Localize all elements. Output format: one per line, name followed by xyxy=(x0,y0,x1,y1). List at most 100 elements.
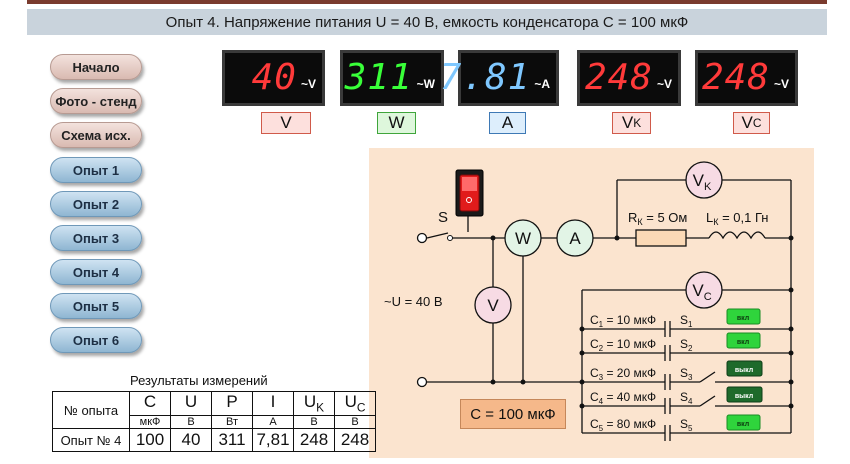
resistor-label: RК = 5 Ом xyxy=(628,210,687,227)
meter-voltage-c-unit: ~V xyxy=(773,77,789,91)
voltmeter-k-symbol xyxy=(685,161,723,199)
voltmeter-symbol xyxy=(474,286,512,324)
capacitor-2-value: = 10 мкФ xyxy=(603,337,656,351)
meter-voltage-k-label-text: V xyxy=(621,113,634,132)
switch-3-name: S xyxy=(680,366,688,380)
nav-button-source-scheme[interactable]: Схема исх. xyxy=(50,122,142,148)
switch-4-sub: 4 xyxy=(688,397,693,406)
capacitor-2-name: C xyxy=(590,337,599,351)
switch-5-sub: 5 xyxy=(688,424,693,433)
resistor-rk xyxy=(635,229,687,247)
switch-4-name: S xyxy=(680,390,688,404)
capacitor-4-label: C4 = 40 мкФ xyxy=(590,390,656,406)
capacitor-3-toggle-text: выкл xyxy=(735,367,753,374)
capacitor-1-value: = 10 мкФ xyxy=(603,313,656,327)
meter-current-label: A xyxy=(489,112,526,134)
nav-button-experiment-2[interactable]: Опыт 2 xyxy=(50,191,142,217)
resistor-label-main: R xyxy=(628,210,637,225)
meter-voltage-label-text: V xyxy=(280,113,292,132)
capacitor-4-value: = 40 мкФ xyxy=(603,390,656,404)
capacitor-5-toggle[interactable]: вкл xyxy=(726,414,761,431)
meter-voltage-c-label-sub: C xyxy=(752,116,762,130)
switch-label: S xyxy=(438,209,448,226)
nav-button-home[interactable]: Начало xyxy=(50,54,142,80)
meter-voltage-c-label-text: V xyxy=(741,113,753,132)
unit-p: Вт xyxy=(211,414,253,430)
col-header-u-symbol: U xyxy=(184,392,198,412)
meter-voltage-value: 40 xyxy=(251,57,297,98)
input-terminal-top xyxy=(416,232,428,244)
resistor-label-sub: К xyxy=(637,217,643,227)
capacitor-2-toggle-text: вкл xyxy=(737,339,749,346)
resistor-label-value: = 5 Ом xyxy=(643,210,688,225)
meter-voltage-c: 248 ~V xyxy=(695,50,798,106)
nav-button-experiment-5[interactable]: Опыт 5 xyxy=(50,293,142,319)
meter-power-value: 311 xyxy=(344,57,413,98)
meter-current: 7.81 ~A xyxy=(440,50,559,106)
meter-voltage-unit: ~V xyxy=(300,77,316,91)
unit-i: А xyxy=(252,414,294,430)
capacitor-3-toggle[interactable]: выкл xyxy=(726,360,763,377)
results-table: № опыта C U P I UK UC мкФ В Вт А В В Опы… xyxy=(52,391,376,452)
ammeter-letter: A xyxy=(569,229,581,248)
cell-uc: 248 xyxy=(334,428,376,452)
inductor-label-main: L xyxy=(706,210,713,225)
capacitor-4-name: C xyxy=(590,390,599,404)
col-header-uk-sub: K xyxy=(316,400,325,415)
input-terminal-bottom xyxy=(416,376,428,388)
nav-button-photo-stand[interactable]: Фото - стенд xyxy=(50,88,142,114)
capacitor-1-toggle-text: вкл xyxy=(737,315,749,322)
nav-button-experiment-6[interactable]: Опыт 6 xyxy=(50,327,142,353)
voltmeter-letter: V xyxy=(487,296,499,315)
meter-voltage-c-value: 248 xyxy=(701,57,770,98)
row-label: Опыт № 4 xyxy=(52,428,130,452)
meter-voltage-k-label-sub: K xyxy=(633,116,642,130)
top-accent-line xyxy=(27,0,827,4)
nav-button-experiment-1[interactable]: Опыт 1 xyxy=(50,157,142,183)
switch-3-sub: 3 xyxy=(688,373,693,382)
cell-i: 7,81 xyxy=(252,428,294,452)
col-header-c: C xyxy=(129,391,171,416)
capacitor-4-toggle-text: выкл xyxy=(735,393,753,400)
cell-uk: 248 xyxy=(293,428,335,452)
capacitor-5-toggle-text: вкл xyxy=(737,421,749,428)
capacitor-1-sub: 1 xyxy=(599,320,604,329)
capacitor-5-label: C5 = 80 мкФ xyxy=(590,417,656,433)
nav-button-experiment-4[interactable]: Опыт 4 xyxy=(50,259,142,285)
nav-button-experiment-3[interactable]: Опыт 3 xyxy=(50,225,142,251)
unit-u: В xyxy=(170,414,212,430)
col-header-u: U xyxy=(170,391,212,416)
capacitor-1-toggle[interactable]: вкл xyxy=(726,308,761,325)
switch-1-name: S xyxy=(680,313,688,327)
switch-1-label: S1 xyxy=(680,313,693,329)
capacitor-4-sub: 4 xyxy=(599,397,604,406)
meter-voltage-label: V xyxy=(261,112,311,134)
inductor-lk xyxy=(708,231,766,240)
switch-2-sub: 2 xyxy=(688,344,693,353)
switch-contact xyxy=(447,235,453,241)
capacitor-4-toggle[interactable]: выкл xyxy=(726,386,763,403)
meter-current-label-text: A xyxy=(501,113,514,132)
capacitor-3-sub: 3 xyxy=(599,373,604,382)
voltmeter-c-letter-sub: C xyxy=(704,291,712,303)
results-title: Результаты измерений xyxy=(130,373,268,388)
switch-5-label: S5 xyxy=(680,417,693,433)
wattmeter-letter: W xyxy=(515,229,531,248)
col-header-c-symbol: C xyxy=(143,392,157,412)
inductor-label-value: = 0,1 Гн xyxy=(718,210,768,225)
capacitor-5-value: = 80 мкФ xyxy=(603,417,656,431)
unit-uc: В xyxy=(334,414,376,430)
meter-current-value: 7.81 xyxy=(439,57,531,98)
switch-1-sub: 1 xyxy=(688,320,693,329)
col-header-uc: UC xyxy=(334,391,376,416)
cell-c: 100 xyxy=(129,428,171,452)
capacitor-2-toggle[interactable]: вкл xyxy=(726,332,761,349)
inductor-label-sub: К xyxy=(713,217,719,227)
unit-c: мкФ xyxy=(129,414,171,430)
main-power-switch[interactable] xyxy=(455,169,484,217)
col-header-i: I xyxy=(252,391,294,416)
capacitor-3-label: C3 = 20 мкФ xyxy=(590,366,656,382)
inductor-label: LК = 0,1 Гн xyxy=(706,210,768,227)
